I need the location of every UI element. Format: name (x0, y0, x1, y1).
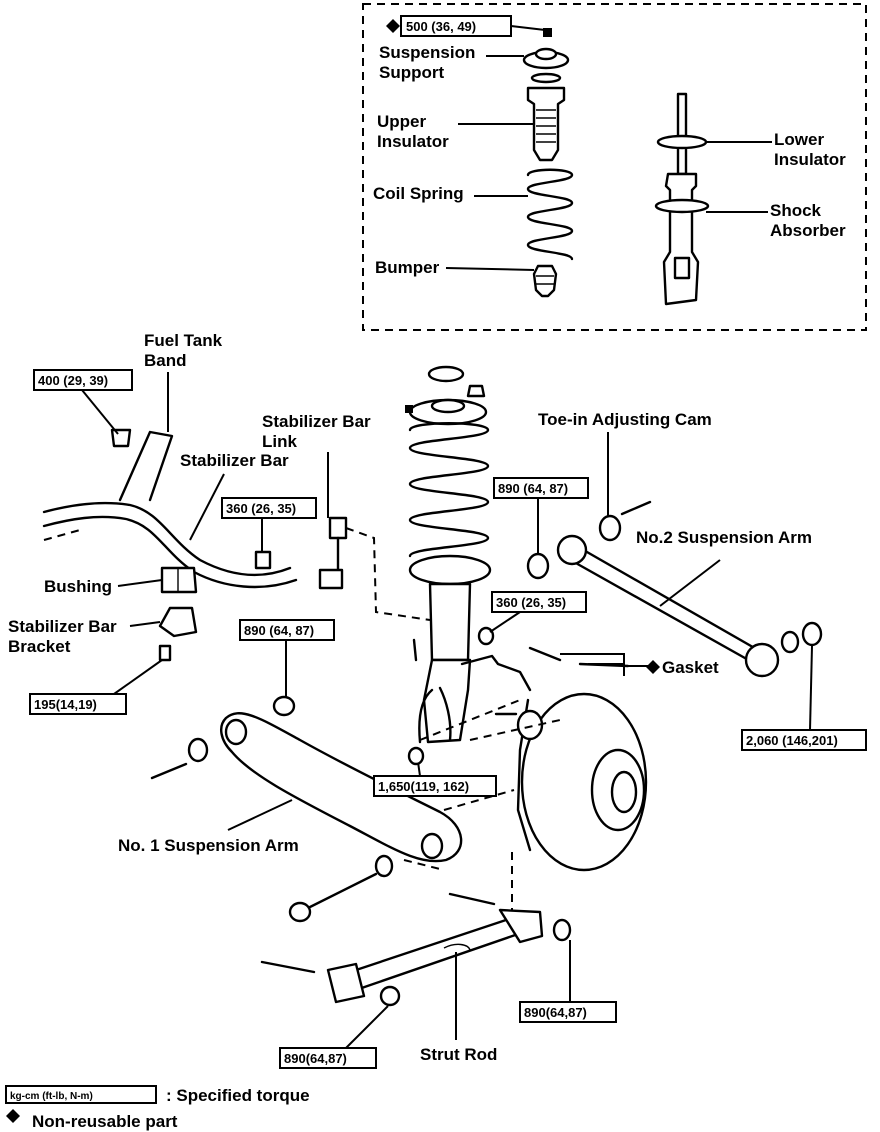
label-fuel-tank-band-1: Fuel Tank (144, 331, 223, 350)
label-no1-suspension-arm: No. 1 Suspension Arm (118, 836, 299, 855)
coil-spring-part (526, 168, 574, 261)
stabilizer-bar-bracket-part (158, 606, 198, 638)
legend-torque-text: : Specified torque (166, 1086, 310, 1105)
label-gasket: Gasket (662, 658, 719, 677)
bumper-part (532, 264, 558, 298)
label-stabilizer-bar-bracket-1: Stabilizer Bar (8, 617, 117, 636)
torque-890-a: 890 (64, 87) (498, 481, 568, 496)
stabilizer-bar-part (42, 430, 298, 589)
label-upper-insulator-2: Insulator (377, 132, 449, 151)
label-stabilizer-bar: Stabilizer Bar (180, 451, 289, 470)
label-toe-in-adjusting-cam: Toe-in Adjusting Cam (538, 410, 712, 429)
legend-nonreusable-text: Non-reusable part (32, 1112, 178, 1131)
legend-non-reusable-icon (6, 1109, 20, 1123)
torque-195: 195(14,19) (34, 697, 97, 712)
bushing-part (160, 566, 198, 594)
torque-2060: 2,060 (146,201) (746, 733, 838, 748)
torque-360-b: 360 (26, 35) (496, 595, 566, 610)
label-suspension-support-1: Suspension (379, 43, 475, 62)
label-shock-absorber-2: Absorber (770, 221, 846, 240)
torque-890-c: 890(64,87) (524, 1005, 587, 1020)
strut-assembly-part (405, 365, 492, 744)
strut-rod-part (260, 892, 572, 1007)
lower-insulator-part (656, 134, 708, 150)
legend-torque-box: kg-cm (ft-lb, N-m) (10, 1091, 93, 1102)
label-lower-insulator-1: Lower (774, 130, 824, 149)
legend: kg-cm (ft-lb, N-m) : Specified torque No… (5, 1085, 310, 1131)
disc-brake-hub-part (516, 692, 648, 872)
label-lower-insulator-2: Insulator (774, 150, 846, 169)
label-bushing: Bushing (44, 577, 112, 596)
shock-assembly-inset: 500 (36, 49) Suspension Support Upper In… (362, 3, 867, 331)
label-coil-spring: Coil Spring (373, 184, 464, 203)
label-no2-suspension-arm: No.2 Suspension Arm (636, 528, 812, 547)
gasket-non-reusable-icon (646, 660, 660, 674)
label-upper-insulator-1: Upper (377, 112, 427, 131)
label-shock-absorber-1: Shock (770, 201, 822, 220)
label-stabilizer-bar-link-2: Link (262, 432, 297, 451)
torque-890-d: 890(64,87) (284, 1051, 347, 1066)
label-stabilizer-bar-link-1: Stabilizer Bar (262, 412, 371, 431)
no2-suspension-arm-part (526, 500, 823, 678)
label-strut-rod: Strut Rod (420, 1045, 497, 1064)
shock-absorber-part (654, 92, 710, 306)
torque-360-a: 360 (26, 35) (226, 501, 296, 516)
upper-insulator-part (526, 86, 566, 162)
torque-400: 400 (29, 39) (38, 373, 108, 388)
stabilizer-bar-link-part (254, 516, 431, 621)
suspension-support-part (522, 47, 570, 84)
no1-suspension-arm-part (150, 695, 463, 863)
label-bumper: Bumper (375, 258, 440, 277)
non-reusable-marker-icon (386, 19, 400, 33)
label-fuel-tank-band-2: Band (144, 351, 187, 370)
label-stabilizer-bar-bracket-2: Bracket (8, 637, 71, 656)
torque-500: 500 (36, 49) (406, 19, 476, 34)
label-suspension-support-2: Support (379, 63, 444, 82)
torque-1650: 1,650(119, 162) (378, 779, 469, 794)
torque-890-b: 890 (64, 87) (244, 623, 314, 638)
